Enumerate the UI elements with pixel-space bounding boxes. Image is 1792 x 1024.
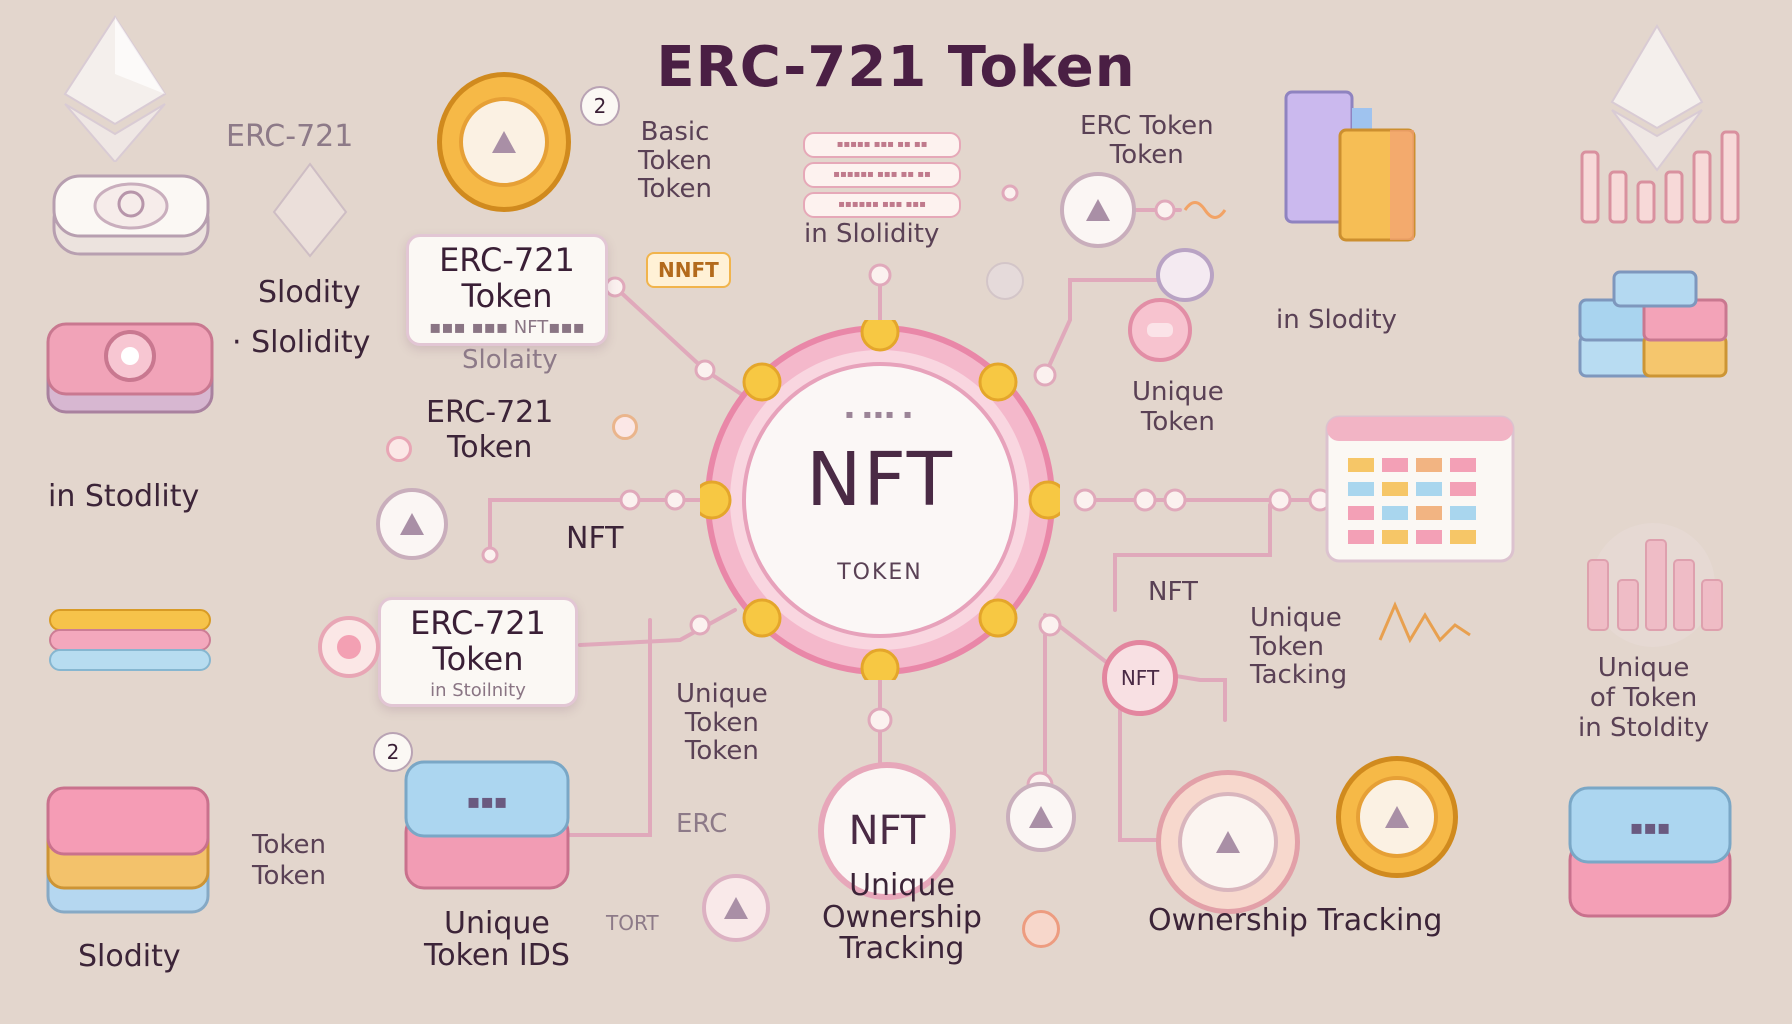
hub-sub-label: TOKEN: [837, 560, 923, 585]
card-title: ERC-721 Token: [410, 604, 546, 678]
label-in-slodity: in Slodity: [1276, 305, 1397, 335]
svg-text:▪▪▪: ▪▪▪: [1630, 815, 1671, 839]
label-erc: ERC: [676, 809, 728, 839]
block-stack-icon: [46, 786, 210, 914]
eth-glyph-icon: [1029, 806, 1053, 828]
label-erc721-token: ERC-721 Token: [426, 395, 554, 465]
label-erc-token: ERC Token Token: [1080, 111, 1214, 170]
label-slodity-bottom: Slodity: [78, 939, 181, 974]
label-nft-right: NFT: [1148, 577, 1198, 607]
hub-main-label: NFT: [806, 437, 954, 523]
faint-dot-icon: [986, 262, 1024, 300]
bar-blocks-icon: [1284, 90, 1416, 242]
erc721-card-top: ERC-721 Token ▪▪▪ ▪▪▪ NFT▪▪▪: [406, 234, 608, 346]
eth-glyph-icon: [400, 513, 424, 535]
nft-circle-label: NFT: [848, 808, 926, 854]
eth-coin-icon: [1006, 782, 1076, 852]
cube-stack-icon: [1578, 270, 1728, 378]
hub-ring: [700, 320, 1060, 680]
faint-diamond-icon: [272, 162, 348, 258]
label-unique-token-tacking: Unique Token Tacking: [1250, 603, 1348, 691]
erc721-card-bottom: ERC-721 Token in Stoilnity: [378, 597, 578, 707]
card-title: ERC-721 Token: [439, 241, 575, 315]
label-unique-token-token: Unique Token Token: [676, 679, 768, 767]
token-grid-card-icon: [1325, 415, 1515, 563]
coin-face: [1178, 792, 1278, 892]
number-badge-bottom: 2: [373, 732, 413, 772]
settings-stack-icon: [46, 322, 214, 414]
faint-bars-icon: [1587, 523, 1723, 647]
eth-glyph-icon: [1086, 199, 1110, 221]
label-slolidity: · Slolidity: [232, 325, 371, 360]
eth-glyph-icon: [1216, 831, 1240, 853]
label-token-token: Token Token: [252, 830, 326, 892]
eth-chart-icon: [1580, 24, 1740, 224]
nnft-badge: NNFT: [646, 252, 731, 288]
token-pill-2: ▪▪▪▪▪▪ ▪▪▪ ▪▪ ▪▪: [803, 162, 961, 188]
eth-coin-small-icon: [376, 488, 448, 560]
dot-icon: [612, 414, 638, 440]
nft-circle-badge: NFT: [818, 762, 956, 900]
pink-token-icon: [318, 616, 380, 678]
hub-top-text: ▪ ▪▪▪ ▪: [845, 407, 915, 421]
token-pill-3: ▪▪▪▪▪▪ ▪▪▪ ▪▪▪: [803, 192, 961, 218]
gold-coin-icon: [437, 72, 571, 212]
label-slodity: Slodity: [258, 275, 361, 310]
page-title: ERC-721 Token: [656, 35, 1136, 100]
token-platform-icon: [52, 174, 210, 256]
hub: ▪ ▪▪▪ ▪ NFT TOKEN: [700, 320, 1060, 680]
eth-glyph-icon: [492, 131, 516, 153]
connector-bottom-left: [578, 608, 737, 647]
token-pill-1: ▪▪▪▪▪ ▪▪▪ ▪▪ ▪▪: [803, 132, 961, 158]
label-in-stodlity: in Stodlity: [48, 479, 200, 514]
label-in-slolidity: in Slolidity: [804, 219, 940, 249]
label-unique-ownership-tracking: Unique Ownership Tracking: [822, 868, 982, 966]
eth-large-coin-icon: [1156, 770, 1300, 914]
eth-coin-right-icon: [1060, 172, 1136, 248]
coin-slot: [1147, 323, 1173, 337]
nft-coin-label: NFT: [1120, 666, 1160, 690]
small-badge-icon: [1022, 910, 1060, 948]
label-unique-token-ids: Unique Token IDS: [424, 906, 570, 973]
eth-glyph-icon: [1385, 806, 1409, 828]
number-badge-top: 2: [580, 86, 620, 126]
layer-bars-icon: [49, 609, 211, 671]
svg-text:▪▪▪: ▪▪▪: [467, 789, 508, 813]
label-nft: NFT: [566, 521, 624, 556]
label-erc721: ERC-721: [226, 119, 354, 154]
label-ownership-tracking: Ownership Tracking: [1148, 903, 1443, 938]
label-slolaity: Slolaity: [462, 345, 558, 375]
label-right-unique: Unique of Token in Stoldity: [1578, 653, 1710, 743]
connector-bottom-right: [1043, 613, 1227, 722]
coin-face: [1356, 776, 1438, 858]
eth-glyph-icon: [724, 897, 748, 919]
nft-block-stack-icon: ▪▪▪: [404, 760, 570, 890]
ethereum-diamond-icon: [63, 15, 167, 162]
eth-coin-bottom-icon: [702, 874, 770, 942]
token-core: [337, 635, 361, 659]
pink-coin-icon: [1128, 298, 1192, 362]
nft-block-right-icon: ▪▪▪: [1568, 786, 1732, 918]
nft-mini-icon: [1156, 248, 1214, 302]
dot-icon: [386, 436, 412, 462]
gold-coin-right-icon: [1336, 756, 1458, 878]
coin-face: [459, 97, 549, 187]
label-tort: TORT: [606, 911, 659, 935]
card-subtitle: in Stoilnity: [430, 679, 526, 701]
nft-pink-coin: NFT: [1102, 640, 1178, 716]
label-unique-token: Unique Token: [1132, 377, 1224, 437]
label-basic-token: Basic Token Token: [638, 117, 712, 205]
card-subtitle: ▪▪▪ ▪▪▪ NFT▪▪▪: [429, 316, 585, 338]
